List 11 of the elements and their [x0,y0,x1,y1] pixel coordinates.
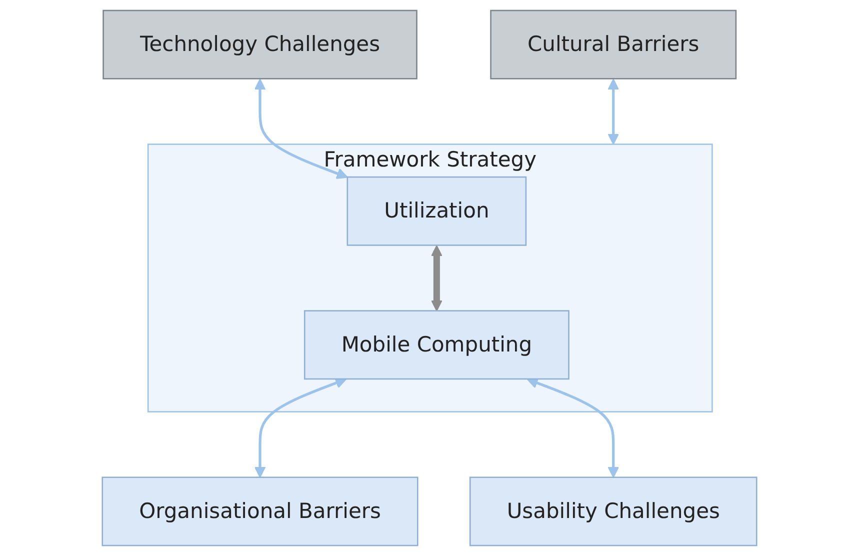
node-box: Utilization [346,176,527,246]
arrow [254,78,348,180]
arrow [608,78,620,145]
node-box: Usability Challenges [469,476,758,546]
node-box: Mobile Computing [304,310,570,380]
node-box: Technology Challenges [102,10,418,80]
arrow [254,377,347,478]
node-box: Cultural Barriers [490,10,737,80]
arrow [430,245,442,312]
node-box: Organisational Barriers [102,476,418,546]
arrow [526,377,620,478]
